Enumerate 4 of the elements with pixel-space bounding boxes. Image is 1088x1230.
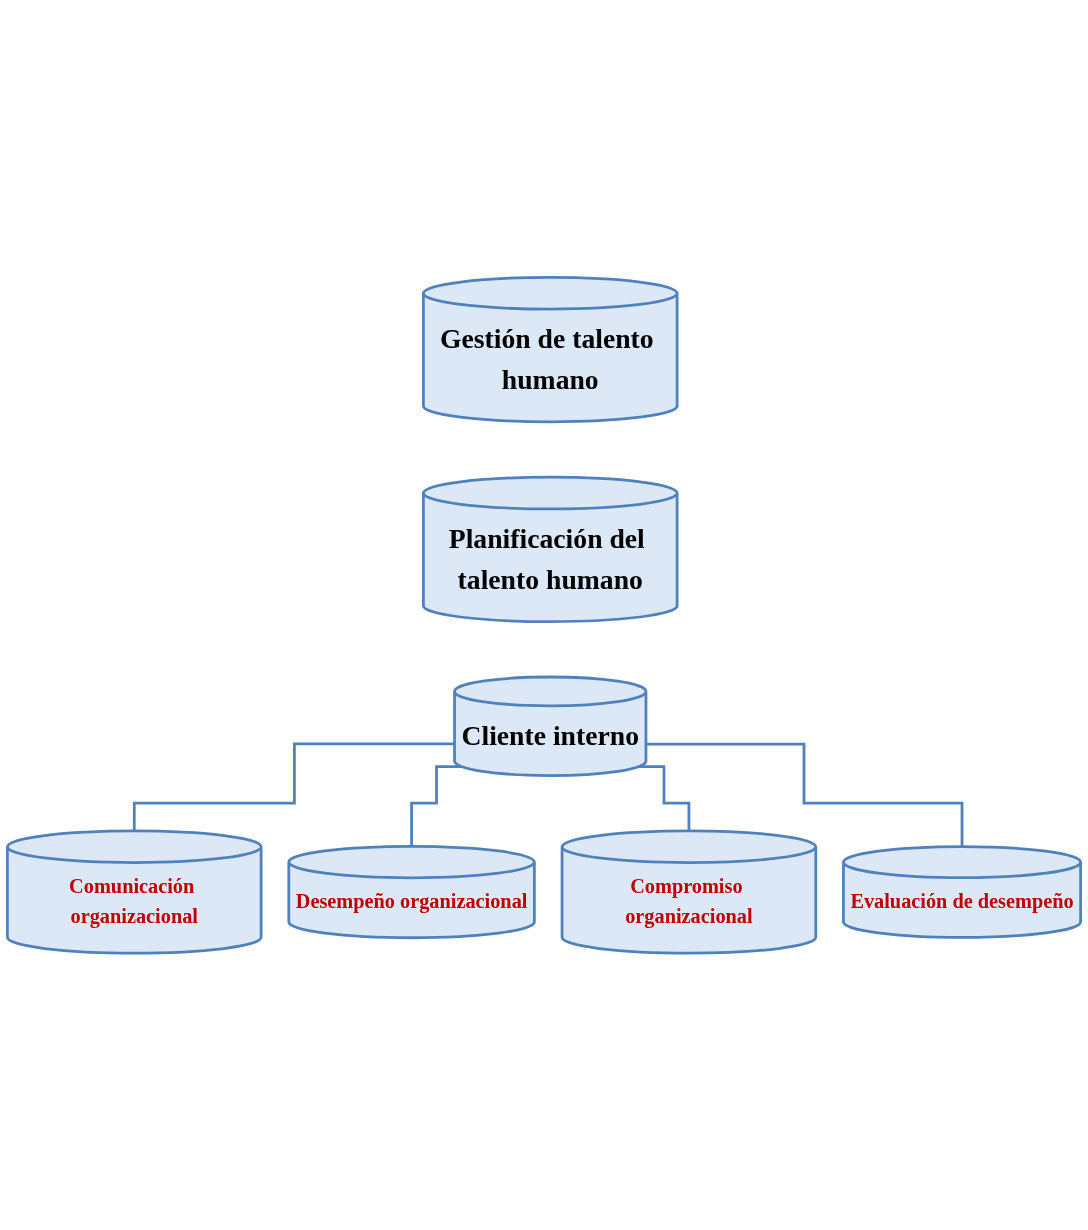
connector	[645, 742, 964, 848]
connector	[410, 764, 462, 848]
connector	[639, 764, 691, 832]
connector	[132, 742, 455, 832]
